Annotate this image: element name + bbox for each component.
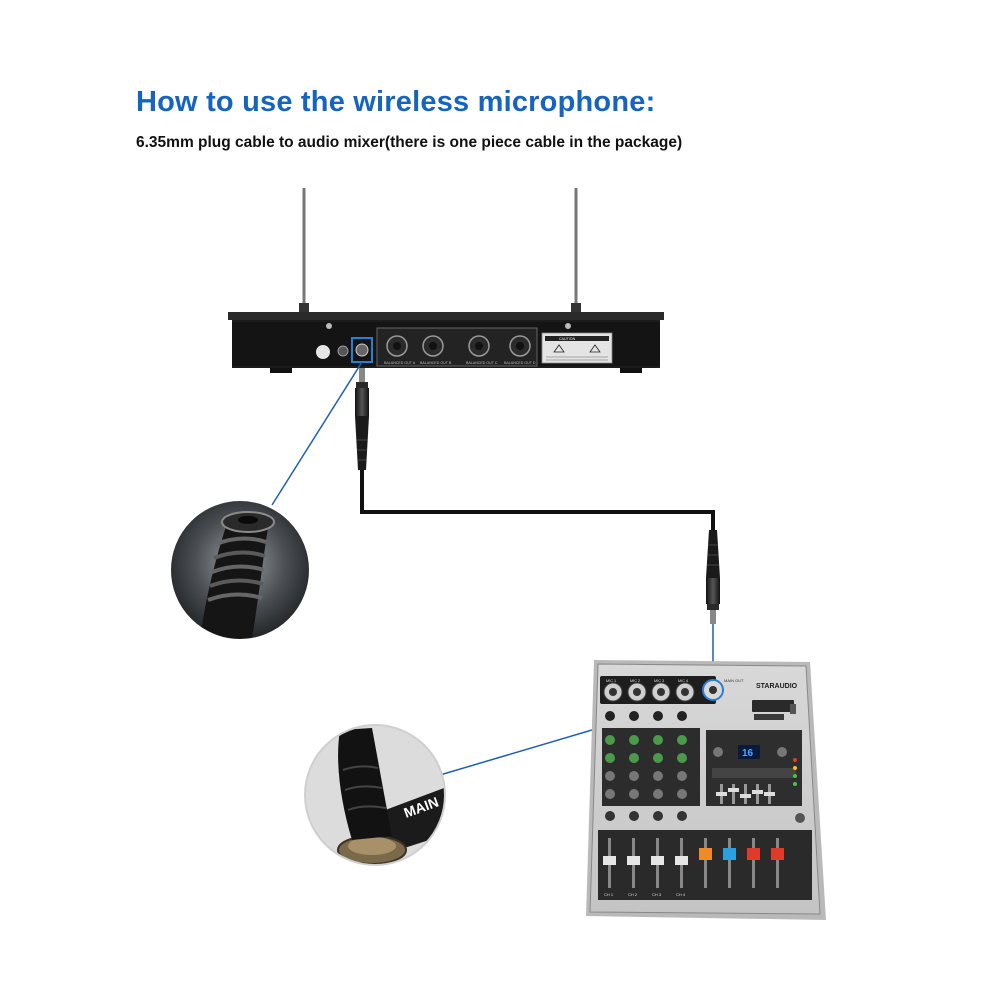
xlr-jacks [386, 335, 531, 357]
knob-icon [677, 811, 687, 821]
knob-icon [677, 789, 687, 799]
quarter-inch-plug-icon [355, 388, 369, 416]
zoom-mixer-jack: MAIN [304, 724, 446, 866]
knob-icon [605, 771, 615, 781]
quarter-inch-plug-icon [706, 578, 720, 604]
channel-faders [603, 838, 784, 888]
knob-icon [605, 789, 615, 799]
callout-line-receiver [271, 361, 363, 506]
svg-text:CH 4: CH 4 [676, 892, 686, 897]
knob-icon [653, 735, 663, 745]
quarter-inch-jack-icon [355, 343, 369, 357]
level-meters [793, 758, 805, 823]
knob-icon [629, 811, 639, 821]
knob-icon [605, 811, 615, 821]
fader-icon [699, 848, 712, 860]
knob-icon [605, 711, 615, 721]
balanced-out-label: BALANCED OUT A [384, 361, 416, 365]
knob-icon [629, 771, 639, 781]
svg-text:CH 3: CH 3 [652, 892, 662, 897]
balanced-out-label: BALANCED OUT D [504, 361, 536, 365]
svg-text:MIC 1: MIC 1 [606, 679, 616, 683]
digital-display [738, 745, 760, 759]
knob-icon [653, 811, 663, 821]
audio-mixer: MIC 1 MIC 2 MIC 3 MIC 4 MAIN OUT STARAUD… [586, 660, 826, 920]
warning-triangle-icon [553, 344, 565, 353]
knob-icon [777, 747, 787, 757]
fader-icon [603, 856, 616, 865]
quarter-inch-plug-tip-icon [359, 368, 365, 382]
svg-text:MAIN OUT: MAIN OUT [724, 678, 744, 683]
svg-text:CH 1: CH 1 [604, 892, 614, 897]
zoom-receiver-jack [169, 499, 311, 641]
knob-icon [677, 735, 687, 745]
balanced-out-label: BALANCED OUT C [466, 361, 498, 365]
knob-icon [795, 813, 805, 823]
page-title: How to use the wireless microphone: [136, 86, 656, 118]
svg-text:MIC 4: MIC 4 [678, 679, 688, 683]
fader-icon [651, 856, 664, 865]
knob-icon [713, 747, 723, 757]
fader-icon [627, 856, 640, 865]
knob-icon [653, 711, 663, 721]
knob-icon [629, 789, 639, 799]
cable [355, 368, 720, 624]
channel-knobs [602, 711, 700, 821]
svg-text:CAUTION: CAUTION [559, 337, 576, 341]
knob-icon [653, 789, 663, 799]
knob-icon [653, 771, 663, 781]
knob-icon [677, 753, 687, 763]
mixer-brand: STARAUDIO [756, 683, 798, 690]
page-subtitle: 6.35mm plug cable to audio mixer(there i… [136, 134, 683, 151]
knob-icon [629, 753, 639, 763]
knob-icon [605, 735, 615, 745]
knob-icon [677, 771, 687, 781]
knob-icon [605, 753, 615, 763]
cable-line [360, 470, 715, 530]
svg-text:CH 2: CH 2 [628, 892, 638, 897]
mic-inputs [603, 682, 695, 702]
power-button-icon [316, 345, 330, 359]
knob-icon [653, 753, 663, 763]
wireless-receiver: BALANCED OUT A BALANCED OUT B BALANCED O… [228, 188, 664, 373]
fader-icon [723, 848, 736, 860]
warning-triangle-icon [589, 344, 601, 353]
quarter-inch-plug-tip-icon [710, 610, 716, 624]
svg-text:MIC 2: MIC 2 [630, 679, 640, 683]
dc-jack-icon [337, 345, 349, 357]
svg-text:MIC 3: MIC 3 [654, 679, 664, 683]
knob-icon [629, 711, 639, 721]
eq-sliders [716, 784, 775, 804]
fader-icon [675, 856, 688, 865]
fader-icon [771, 848, 784, 860]
display-value: 16 [742, 748, 754, 759]
knob-icon [677, 711, 687, 721]
balanced-out-label: BALANCED OUT B [420, 361, 452, 365]
fader-icon [747, 848, 760, 860]
knob-icon [629, 735, 639, 745]
